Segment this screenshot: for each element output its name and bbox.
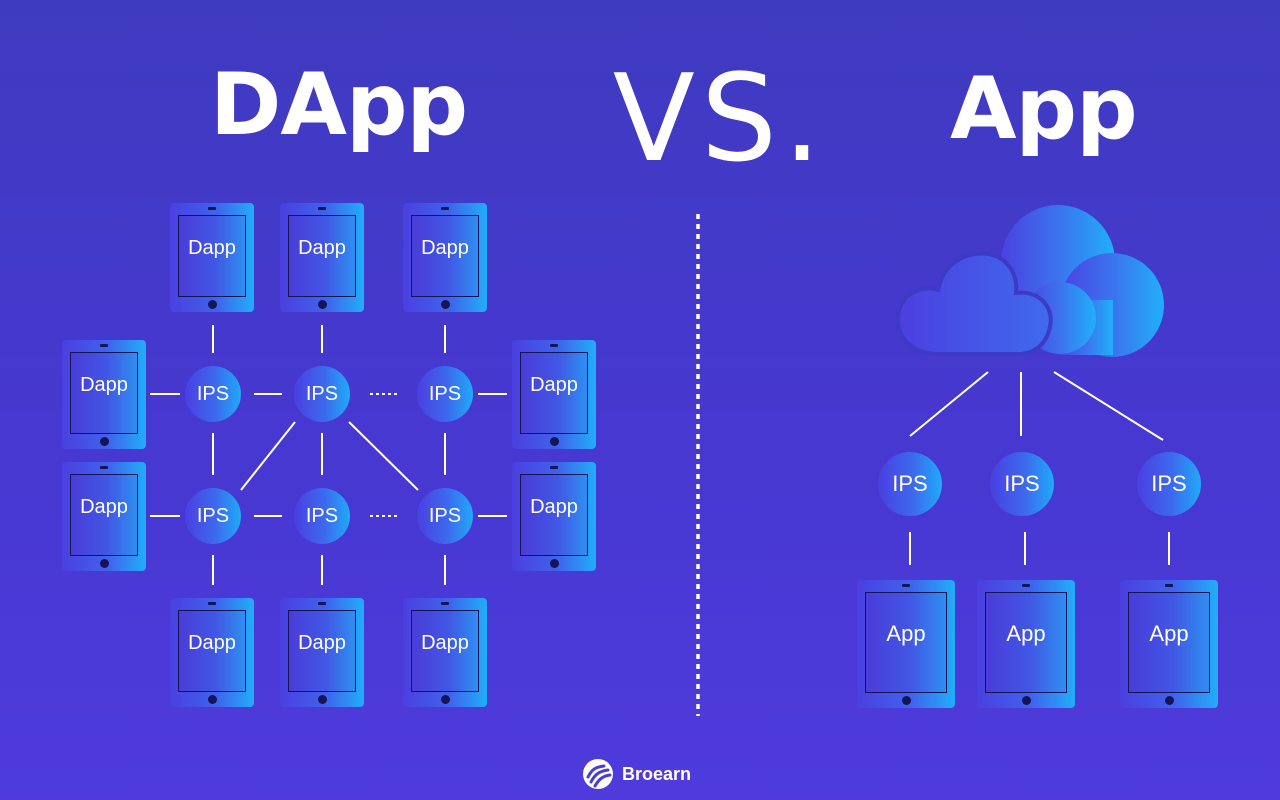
dapp-device: Dapp bbox=[280, 598, 364, 707]
dapp-device: Dapp bbox=[62, 340, 146, 449]
dapp-device-label: Dapp bbox=[421, 237, 469, 259]
dapp-device: Dapp bbox=[170, 203, 254, 312]
dapp-device-label: Dapp bbox=[188, 632, 236, 654]
device-home-button bbox=[440, 695, 450, 704]
ips-node: IPS bbox=[185, 366, 241, 422]
ips-node: IPS bbox=[417, 488, 473, 544]
device-screen bbox=[520, 352, 588, 434]
device-screen bbox=[411, 215, 479, 297]
vs-title: VS. bbox=[612, 50, 828, 189]
device-camera bbox=[550, 344, 558, 347]
app-device: App bbox=[1120, 580, 1218, 708]
app-device-label: App bbox=[1006, 621, 1046, 646]
device-screen bbox=[1128, 592, 1210, 693]
device-home-button bbox=[317, 695, 327, 704]
dapp-device-label: Dapp bbox=[530, 496, 578, 518]
dapp-device: Dapp bbox=[403, 598, 487, 707]
app-title: App bbox=[950, 59, 1138, 159]
device-screen bbox=[178, 215, 246, 297]
device-home-button bbox=[1164, 696, 1174, 705]
brand-logo: Broearn bbox=[582, 758, 691, 790]
device-home-button bbox=[317, 300, 327, 309]
ips-node: IPS bbox=[294, 488, 350, 544]
device-camera bbox=[208, 207, 216, 210]
dapp-device-label: Dapp bbox=[298, 237, 346, 259]
device-home-button bbox=[901, 696, 911, 705]
brand-name: Broearn bbox=[622, 763, 692, 784]
ips-node: IPS bbox=[878, 452, 942, 516]
device-home-button bbox=[99, 437, 109, 446]
device-screen bbox=[520, 474, 588, 556]
device-screen bbox=[985, 592, 1067, 693]
device-home-button bbox=[440, 300, 450, 309]
dapp-device-label: Dapp bbox=[530, 374, 578, 396]
device-home-button bbox=[99, 559, 109, 568]
dapp-device-label: Dapp bbox=[188, 237, 236, 259]
device-screen bbox=[288, 215, 356, 297]
dapp-device: Dapp bbox=[512, 340, 596, 449]
app-device: App bbox=[857, 580, 955, 708]
device-camera bbox=[1022, 584, 1030, 587]
device-camera bbox=[100, 466, 108, 469]
app-device: App bbox=[977, 580, 1075, 708]
device-camera bbox=[1165, 584, 1173, 587]
device-screen bbox=[865, 592, 947, 693]
ips-node: IPS bbox=[185, 488, 241, 544]
dapp-device-label: Dapp bbox=[80, 374, 128, 396]
dapp-device: Dapp bbox=[62, 462, 146, 571]
device-camera bbox=[441, 602, 449, 605]
device-screen bbox=[411, 610, 479, 692]
ips-node: IPS bbox=[1137, 452, 1201, 516]
ips-node: IPS bbox=[294, 366, 350, 422]
dapp-device: Dapp bbox=[512, 462, 596, 571]
device-home-button bbox=[549, 437, 559, 446]
device-screen bbox=[70, 474, 138, 556]
device-home-button bbox=[207, 300, 217, 309]
dapp-device: Dapp bbox=[170, 598, 254, 707]
ips-node: IPS bbox=[990, 452, 1054, 516]
dapp-device-label: Dapp bbox=[421, 632, 469, 654]
device-camera bbox=[318, 602, 326, 605]
cloud-icon bbox=[895, 205, 1164, 357]
ips-node: IPS bbox=[417, 366, 473, 422]
device-screen bbox=[288, 610, 356, 692]
app-device-label: App bbox=[886, 621, 926, 646]
dapp-title: DApp bbox=[210, 55, 468, 155]
device-camera bbox=[550, 466, 558, 469]
dapp-device-label: Dapp bbox=[298, 632, 346, 654]
dapp-device-label: Dapp bbox=[80, 496, 128, 518]
dapp-device: Dapp bbox=[403, 203, 487, 312]
device-home-button bbox=[1021, 696, 1031, 705]
device-screen bbox=[178, 610, 246, 692]
device-camera bbox=[100, 344, 108, 347]
device-home-button bbox=[549, 559, 559, 568]
app-device-label: App bbox=[1149, 621, 1189, 646]
dapp-device: Dapp bbox=[280, 203, 364, 312]
device-camera bbox=[441, 207, 449, 210]
device-home-button bbox=[207, 695, 217, 704]
device-camera bbox=[318, 207, 326, 210]
device-camera bbox=[902, 584, 910, 587]
device-screen bbox=[70, 352, 138, 434]
device-camera bbox=[208, 602, 216, 605]
broearn-logo-icon bbox=[583, 759, 613, 789]
